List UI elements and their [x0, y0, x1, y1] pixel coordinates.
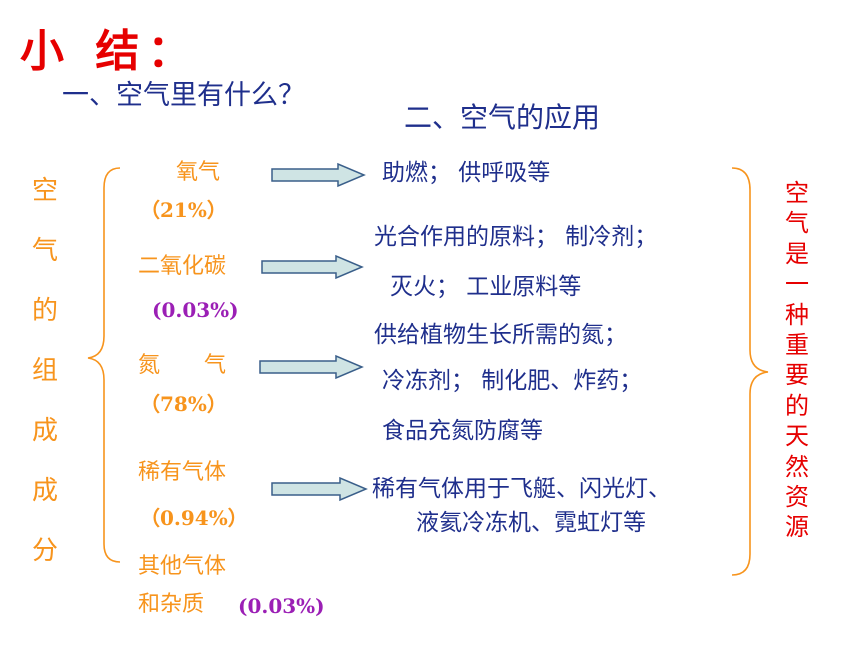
section1-heading: 一、空气里有什么？	[62, 80, 305, 111]
nitrogen-uses-line1: 供给植物生长所需的氮；	[374, 322, 627, 348]
left-vertical-char: 分	[31, 536, 58, 566]
noble-gas-label: 稀有气体	[138, 460, 227, 485]
left-vertical-label: 空 气 的 组 成 成 分	[30, 178, 60, 598]
right-vertical-char: 空	[785, 179, 809, 207]
left-vertical-char: 的	[31, 296, 58, 326]
left-brace	[87, 167, 121, 563]
nitrogen-uses-line3: 食品充氮防腐等	[382, 418, 543, 444]
nitrogen-label: 氮 气	[138, 353, 227, 378]
arrow-nitrogen	[259, 354, 364, 380]
oxygen-percent: （21%）	[140, 198, 227, 222]
left-vertical-char: 空	[31, 176, 58, 206]
nitrogen-uses-line2: 冷冻剂； 制化肥、炸药；	[382, 368, 643, 394]
impurity-label: 和杂质	[138, 592, 205, 617]
right-vertical-char: 气	[785, 209, 809, 238]
noble-gas-percent: （0.94%）	[140, 506, 248, 530]
arrow-oxygen	[271, 162, 366, 188]
left-vertical-char: 成	[31, 416, 58, 446]
co2-percent: (0.03%)	[152, 298, 239, 322]
oxygen-label: 氧气	[176, 160, 221, 185]
right-vertical-char: 一	[785, 270, 809, 299]
right-vertical-char: 是	[785, 239, 809, 268]
section2-heading: 二、空气的应用	[404, 101, 601, 134]
oxygen-uses: 助燃； 供呼吸等	[382, 160, 551, 186]
slide-title: 小 结：	[20, 26, 200, 77]
right-vertical-char: 要	[785, 361, 809, 390]
right-vertical-char: 天	[785, 422, 809, 451]
co2-uses-line2: 灭火； 工业原料等	[390, 274, 582, 300]
noble-gas-uses-line2: 液氦冷冻机、霓虹灯等	[416, 510, 646, 536]
left-vertical-char: 成	[31, 476, 58, 506]
right-vertical-char: 然	[785, 452, 809, 481]
right-vertical-label: 空 气 是 一 种 重 要 的 天 然 资 源	[782, 181, 812, 546]
other-gas-percent: (0.03%)	[238, 594, 325, 618]
co2-label: 二氧化碳	[138, 254, 227, 279]
nitrogen-percent: （78%）	[140, 392, 227, 416]
right-vertical-char: 的	[785, 391, 809, 420]
noble-gas-uses-line1: 稀有气体用于飞艇、闪光灯、	[372, 476, 671, 502]
left-vertical-char: 气	[31, 236, 58, 266]
right-vertical-char: 种	[785, 300, 809, 329]
right-vertical-char: 重	[785, 330, 809, 359]
other-gas-label: 其他气体	[138, 554, 227, 579]
left-vertical-char: 组	[31, 356, 58, 386]
right-brace	[731, 167, 769, 576]
co2-uses-line1: 光合作用的原料； 制冷剂；	[374, 224, 658, 250]
right-vertical-char: 源	[785, 513, 809, 542]
arrow-noble	[271, 476, 368, 502]
arrow-co2	[261, 254, 364, 280]
right-vertical-char: 资	[785, 482, 809, 511]
